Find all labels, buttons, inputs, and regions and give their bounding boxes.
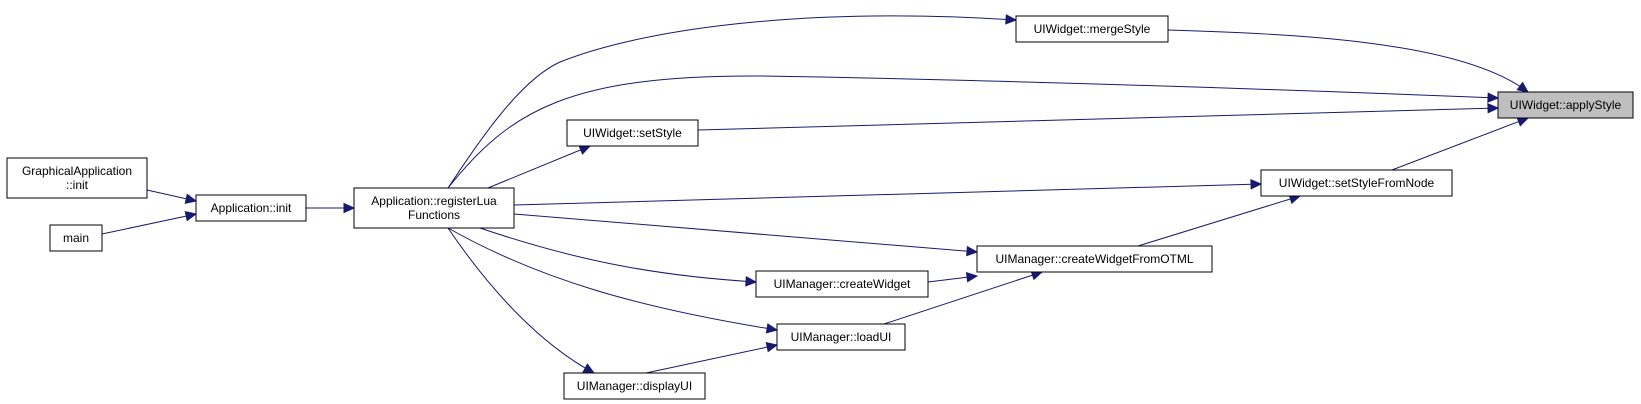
edge-displayUI-to-loadUI bbox=[645, 342, 779, 374]
node-layer: UIWidget::applyStyle UIWidget::mergeStyle… bbox=[6, 15, 1634, 400]
edge-line bbox=[447, 227, 778, 331]
arrowhead bbox=[1516, 81, 1529, 93]
node-box bbox=[563, 372, 706, 400]
edge-line bbox=[697, 107, 1499, 131]
edge-line bbox=[513, 213, 978, 253]
arrowhead bbox=[1250, 179, 1263, 190]
node-createWidget[interactable]: UIManager::createWidget bbox=[755, 270, 929, 298]
node-label: GraphicalApplication bbox=[22, 164, 132, 178]
node-setStyle[interactable]: UIWidget::setStyle bbox=[566, 119, 699, 147]
node-label: Application::init bbox=[211, 201, 292, 215]
edge-appInit-to-registerLua bbox=[306, 202, 356, 214]
node-label: UIWidget::applyStyle bbox=[1510, 98, 1622, 112]
node-appInit[interactable]: Application::init bbox=[195, 194, 307, 222]
node-label: Functions bbox=[408, 208, 460, 222]
arrowhead bbox=[1516, 116, 1530, 127]
edge-line bbox=[645, 344, 778, 374]
node-label: UIManager::displayUI bbox=[577, 379, 692, 393]
node-main[interactable]: main bbox=[49, 224, 103, 252]
edge-registerLua-to-createFromOTML bbox=[513, 213, 979, 257]
edge-line bbox=[101, 213, 197, 235]
node-label: UIManager::loadUI bbox=[791, 330, 892, 344]
edge-line bbox=[883, 271, 1043, 325]
node-box bbox=[1015, 15, 1169, 43]
arrowhead bbox=[184, 193, 198, 204]
edge-line bbox=[447, 15, 1017, 189]
node-label: UIWidget::setStyleFromNode bbox=[1279, 176, 1435, 190]
node-box bbox=[566, 119, 699, 147]
edge-createWidget-to-createFromOTML bbox=[927, 272, 979, 283]
node-box bbox=[776, 323, 906, 351]
node-displayUI[interactable]: UIManager::displayUI bbox=[563, 372, 706, 400]
node-label: ::init bbox=[66, 178, 89, 192]
node-label: UIManager::createWidget bbox=[774, 277, 911, 291]
edge-loadUI-to-createFromOTML bbox=[883, 270, 1044, 325]
edge-line bbox=[447, 75, 1499, 189]
node-createFromOTML[interactable]: UIManager::createWidgetFromOTML bbox=[976, 245, 1213, 273]
node-label: main bbox=[63, 231, 89, 245]
arrowhead bbox=[965, 272, 979, 283]
edge-registerLua-to-setStyle bbox=[487, 145, 592, 189]
edge-registerLua-to-displayUI bbox=[447, 227, 596, 374]
node-box bbox=[353, 187, 515, 229]
edge-mergeStyle-to-applyStyle bbox=[1167, 29, 1529, 93]
edge-main-to-appInit bbox=[101, 211, 198, 235]
arrowhead bbox=[745, 276, 758, 287]
edge-line bbox=[1391, 117, 1529, 171]
node-box bbox=[976, 245, 1213, 273]
arrowhead bbox=[582, 363, 596, 374]
arrowhead bbox=[184, 211, 198, 222]
edge-line bbox=[487, 145, 591, 189]
edge-registerLua-to-mergeStyle bbox=[447, 14, 1018, 189]
edge-createFromOTML-to-setStyleFromNode bbox=[1137, 194, 1302, 247]
edge-setStyleFromNode-to-applyStyle bbox=[1391, 116, 1530, 171]
edge-line bbox=[447, 227, 595, 374]
edge-registerLua-to-createWidget bbox=[479, 227, 758, 287]
arrowhead bbox=[765, 342, 779, 353]
arrowhead bbox=[1487, 103, 1500, 114]
arrowhead bbox=[966, 245, 979, 257]
node-setStyleFromNode[interactable]: UIWidget::setStyleFromNode bbox=[1260, 169, 1453, 197]
edge-line bbox=[1167, 29, 1529, 93]
arrowhead bbox=[1005, 14, 1018, 25]
node-loadUI[interactable]: UIManager::loadUI bbox=[776, 323, 906, 351]
node-box bbox=[6, 157, 148, 199]
node-box bbox=[1497, 91, 1634, 119]
node-label: Application::registerLua bbox=[371, 194, 497, 208]
edge-registerLua-to-loadUI bbox=[447, 227, 779, 334]
node-box bbox=[755, 270, 929, 298]
arrowhead bbox=[765, 323, 779, 334]
edge-registerLua-to-applyStyle bbox=[447, 75, 1500, 189]
arrowhead bbox=[1487, 92, 1500, 103]
edge-setStyle-to-applyStyle bbox=[697, 103, 1500, 131]
arrowhead bbox=[343, 202, 356, 214]
node-label: UIManager::createWidgetFromOTML bbox=[995, 252, 1193, 266]
edge-line bbox=[1137, 195, 1301, 247]
node-box bbox=[49, 224, 103, 252]
edge-layer bbox=[101, 14, 1530, 374]
node-box bbox=[195, 194, 307, 222]
arrowhead bbox=[578, 145, 592, 155]
node-label: UIWidget::setStyle bbox=[583, 126, 682, 140]
node-gfxInit[interactable]: GraphicalApplication::init bbox=[6, 157, 148, 199]
node-applyStyle[interactable]: UIWidget::applyStyle bbox=[1497, 91, 1634, 119]
edge-registerLua-to-setStyleFromNode bbox=[513, 179, 1263, 206]
node-box bbox=[1260, 169, 1453, 197]
node-label: UIWidget::mergeStyle bbox=[1034, 22, 1151, 36]
edge-gfxInit-to-appInit bbox=[146, 189, 198, 204]
edge-line bbox=[513, 183, 1262, 206]
node-mergeStyle[interactable]: UIWidget::mergeStyle bbox=[1015, 15, 1169, 43]
edge-line bbox=[479, 227, 757, 283]
